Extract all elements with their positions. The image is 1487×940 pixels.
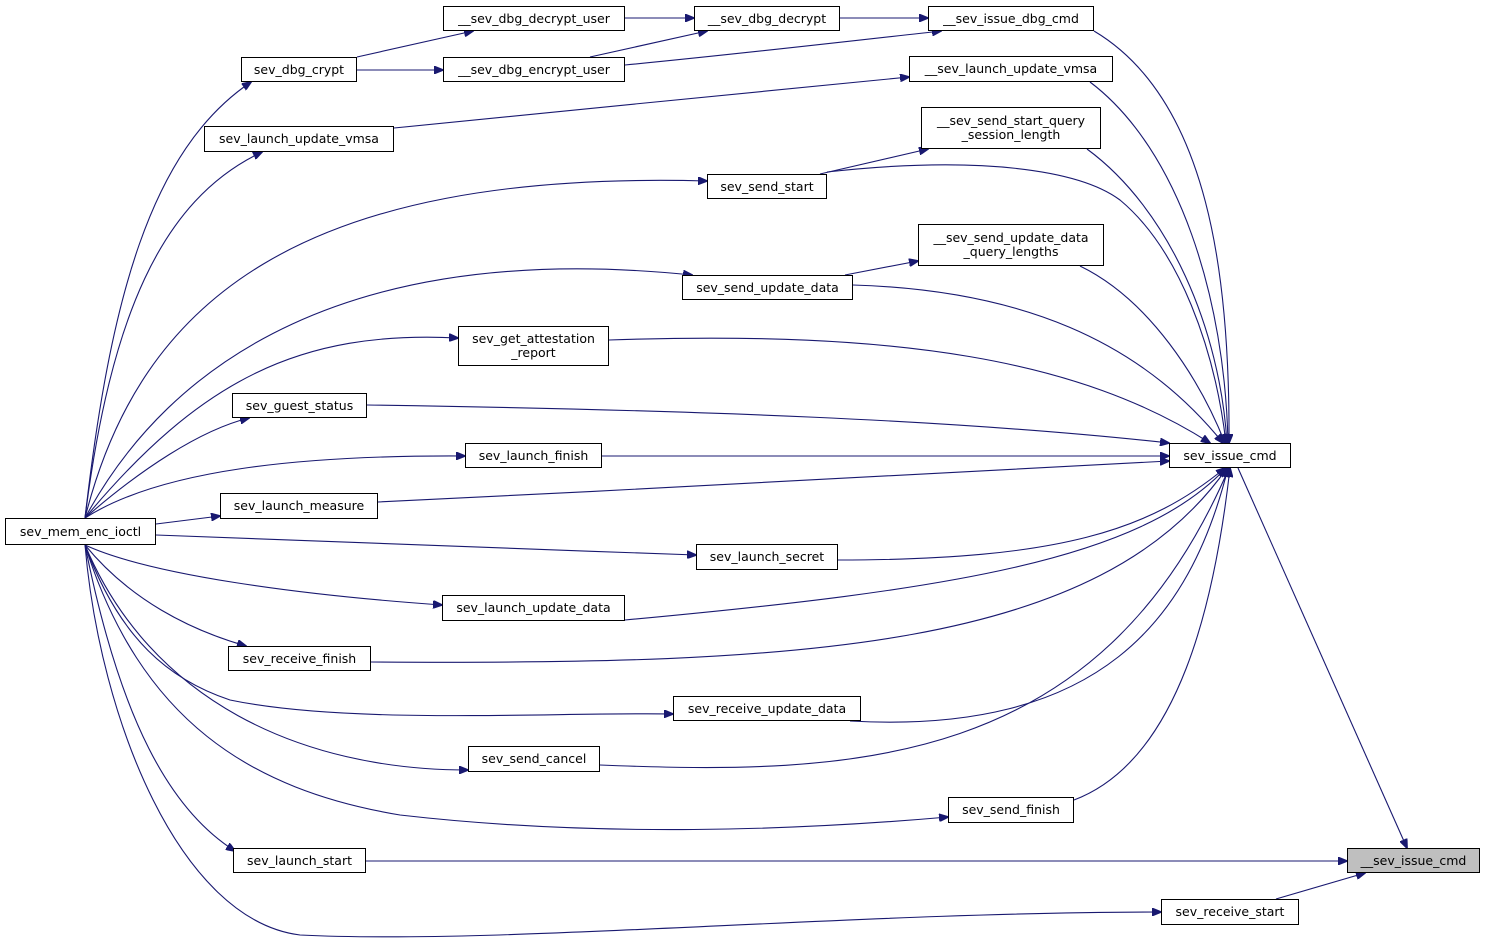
edge-ioctl-receive-finish (84, 544, 246, 646)
edge-ioctl-receive-start (84, 544, 1161, 938)
edge-query-lengths-issue-cmd (1079, 265, 1225, 443)
node-sev-dbg-decrypt[interactable]: __sev_dbg_decrypt (694, 6, 840, 31)
node-sev-launch-finish[interactable]: sev_launch_finish (465, 443, 602, 468)
node-sev-issue-cmd[interactable]: sev_issue_cmd (1169, 443, 1291, 468)
edge-ioctl-launch-secret (155, 534, 696, 555)
edge-send-finish-issue-cmd (1073, 468, 1230, 801)
node-sev-send-start[interactable]: sev_send_start (707, 174, 827, 199)
edge-ioctl-send-cancel (84, 544, 468, 770)
node-sev-get-attestation-report[interactable]: sev_get_attestation _report (458, 326, 609, 366)
node-issue-cmd-focus[interactable]: __sev_issue_cmd (1347, 848, 1480, 873)
edge-ioctl-launch-measure (155, 516, 220, 525)
edge-vmsa-issue-cmd (1089, 81, 1228, 443)
edge-issue-cmd-focus (1237, 467, 1407, 848)
edge-ioctl-guest-status (84, 418, 249, 519)
node-sev-send-finish[interactable]: sev_send_finish (948, 797, 1074, 823)
node-sev-dbg-encrypt-user[interactable]: __sev_dbg_encrypt_user (443, 57, 625, 82)
node-sev-dbg-decrypt-user[interactable]: __sev_dbg_decrypt_user (443, 6, 625, 31)
node-sev-launch-update-vmsa[interactable]: sev_launch_update_vmsa (204, 126, 394, 152)
node-sev-issue-dbg-cmd[interactable]: __sev_issue_dbg_cmd (928, 6, 1094, 31)
node-sev-guest-status[interactable]: sev_guest_status (232, 393, 367, 418)
edge-ioctl-launch-start (84, 544, 235, 851)
node-sev-receive-start[interactable]: sev_receive_start (1161, 899, 1299, 925)
node-sev-receive-finish[interactable]: sev_receive_finish (228, 646, 371, 671)
node-sev-launch-measure[interactable]: sev_launch_measure (220, 493, 378, 519)
edge-receive-finish-issue-cmd (370, 468, 1227, 663)
node-sev-launch-start[interactable]: sev_launch_start (233, 848, 366, 873)
node-sev-mem-enc-ioctl[interactable]: sev_mem_enc_ioctl (5, 518, 156, 545)
edge-ioctl-send-finish (84, 544, 948, 831)
node-sev-launch-update-data[interactable]: sev_launch_update_data (442, 595, 625, 621)
node-sev-receive-update-data[interactable]: sev_receive_update_data (673, 696, 861, 721)
edge-ioctl-receive-update-data (84, 544, 673, 716)
edge-ioctl-launch-finish (84, 456, 465, 519)
node-sev-send-update-data-query-lengths[interactable]: __sev_send_update_data _query_lengths (918, 224, 1104, 266)
edge-launch-secret-issue-cmd (837, 468, 1225, 561)
edge-query-session-issue-cmd (1086, 148, 1227, 443)
edge-vmsa-internal (393, 77, 909, 129)
node-sev-send-update-data[interactable]: sev_send_update_data (682, 275, 853, 300)
edge-launch-update-data-issue-cmd (624, 468, 1226, 621)
node-sev-launch-secret[interactable]: sev_launch_secret (696, 544, 838, 570)
node-launch-update-vmsa-internal[interactable]: __sev_launch_update_vmsa (909, 56, 1113, 82)
node-sev-send-cancel[interactable]: sev_send_cancel (468, 746, 600, 772)
edge-receive-update-data-issue-cmd (849, 468, 1228, 723)
edge-encrypt-user-decrypt (589, 31, 707, 58)
edge-encrypt-user-issue-dbg (624, 31, 941, 66)
edge-ioctl-send-update-data (84, 268, 692, 519)
node-sev-dbg-crypt[interactable]: sev_dbg_crypt (241, 57, 357, 82)
edge-ioctl-launch-update-data (84, 544, 442, 605)
edge-send-start-issue-cmd (826, 164, 1226, 443)
edge-issue-dbg-issue-cmd (1093, 30, 1229, 443)
edge-receive-start-focus (1275, 873, 1365, 900)
node-sev-send-start-query-session-length[interactable]: __sev_send_start_query _session_length (921, 107, 1101, 149)
edge-send-cancel-issue-cmd (599, 468, 1229, 769)
edge-ioctl-dbg-crypt (84, 82, 251, 519)
edge-send-update-issue-cmd (852, 284, 1223, 443)
edge-send-start-query (819, 149, 928, 175)
edge-attestation-issue-cmd (608, 337, 1210, 443)
edge-ioctl-attestation (84, 337, 458, 519)
edge-dbg-crypt-decrypt-user (356, 31, 473, 58)
edge-ioctl-send-start (84, 180, 707, 519)
edge-send-update-query (844, 261, 918, 276)
edge-ioctl-launch-update-vmsa (84, 152, 262, 519)
edge-guest-status-issue-cmd (366, 404, 1169, 443)
